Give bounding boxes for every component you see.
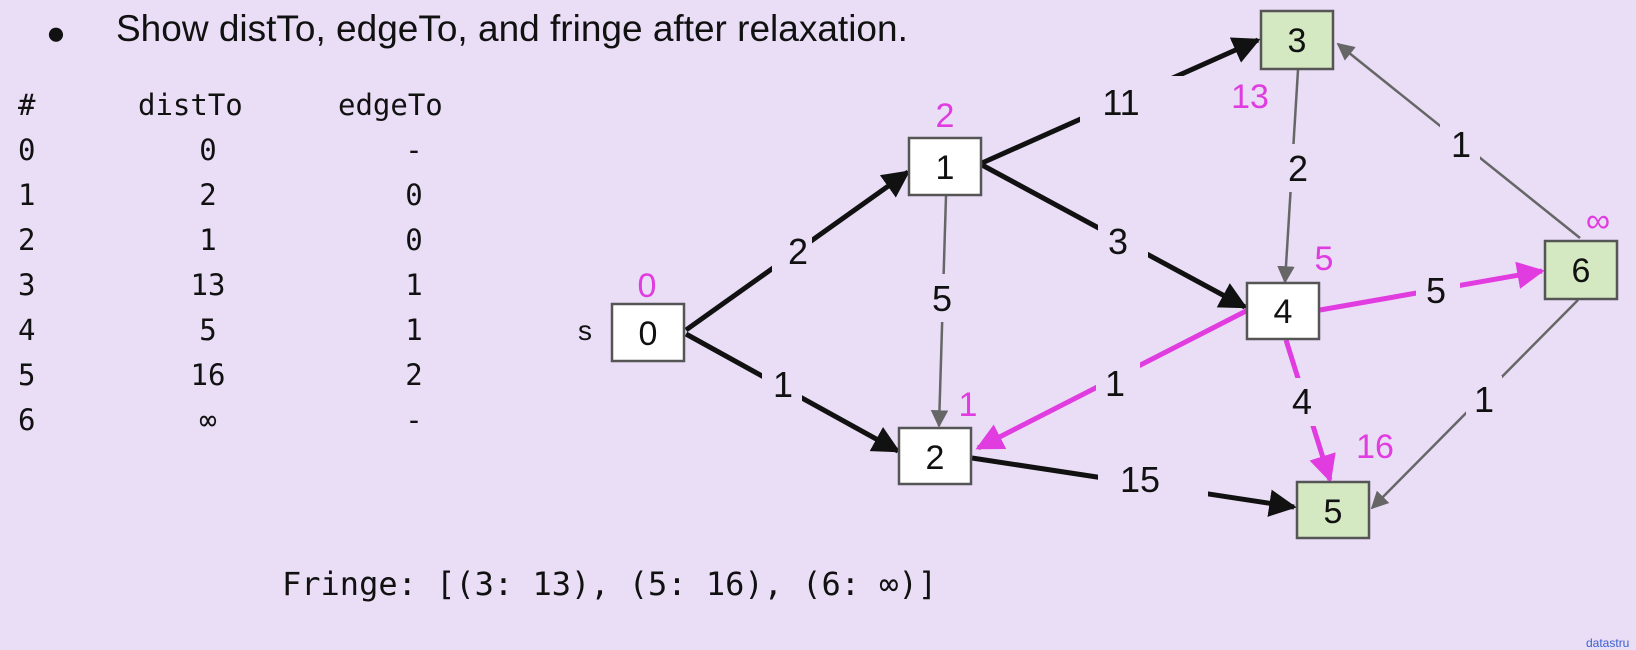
node-4-label: 4 bbox=[1274, 293, 1293, 331]
distto-cell: 5 bbox=[199, 313, 217, 347]
gap-1-3 bbox=[1080, 76, 1184, 126]
vertex-cell: 1 bbox=[18, 178, 36, 212]
weight-1-3: 11 bbox=[1102, 82, 1139, 123]
node-4: 4 bbox=[1245, 281, 1321, 341]
weight-4-2: 1 bbox=[1105, 363, 1125, 404]
dist-label-1: 2 bbox=[936, 97, 955, 135]
gap-1-2 bbox=[924, 274, 960, 322]
vertex-cell: 0 bbox=[18, 133, 36, 167]
gap-6-5 bbox=[1466, 376, 1502, 424]
vertex-cell: 5 bbox=[18, 358, 36, 392]
edgeto-cell: - bbox=[405, 133, 423, 167]
node-6: 6 bbox=[1543, 239, 1619, 301]
gap-4-5 bbox=[1284, 378, 1320, 426]
header-vertex: # bbox=[18, 88, 36, 122]
dist-label-2: 1 bbox=[959, 386, 978, 424]
weight-4-5: 4 bbox=[1292, 381, 1312, 422]
weight-2-5: 15 bbox=[1120, 459, 1160, 500]
weight-3-4: 2 bbox=[1288, 148, 1308, 189]
edgeto-cell: 0 bbox=[405, 223, 423, 257]
weight-label-backgrounds bbox=[762, 76, 1502, 503]
dist-label-4: 5 bbox=[1315, 240, 1334, 278]
nodes: 0 1 2 3 4 5 6 bbox=[610, 9, 1619, 540]
edgeto-cell: 2 bbox=[405, 358, 423, 392]
weight-4-6: 5 bbox=[1426, 270, 1446, 311]
node-0-box bbox=[610, 302, 686, 363]
node-6-box bbox=[1543, 239, 1619, 301]
dist-label-3: 13 bbox=[1231, 78, 1269, 116]
distto-cell: ∞ bbox=[199, 403, 217, 437]
header-edgeto: edgeTo bbox=[338, 88, 443, 122]
gap-1-4 bbox=[1098, 216, 1148, 268]
node-2-box bbox=[897, 426, 973, 486]
node-5-label: 5 bbox=[1324, 493, 1343, 531]
vertex-cell: 6 bbox=[18, 403, 36, 437]
node-1-label: 1 bbox=[936, 149, 955, 187]
node-2-label: 2 bbox=[926, 439, 945, 477]
vertex-cell: 3 bbox=[18, 268, 36, 302]
gap-6-3 bbox=[1440, 120, 1480, 168]
edge-weights: 2 1 11 3 5 15 2 1 5 4 1 1 bbox=[773, 82, 1494, 500]
bullet-marker: ● bbox=[46, 14, 66, 51]
weight-0-1: 2 bbox=[788, 231, 808, 272]
node-3-label: 3 bbox=[1288, 22, 1307, 60]
dist-label-6: ∞ bbox=[1586, 202, 1610, 240]
dist-labels: 0 2 1 13 5 16 ∞ bbox=[638, 78, 1611, 466]
gap-3-4 bbox=[1274, 144, 1310, 192]
node-5: 5 bbox=[1295, 480, 1371, 540]
gap-2-5 bbox=[1098, 455, 1208, 503]
source-label: s bbox=[578, 315, 592, 346]
distto-cell: 13 bbox=[190, 268, 226, 302]
weight-0-2: 1 bbox=[773, 364, 793, 405]
distto-cell: 0 bbox=[199, 133, 217, 167]
dist-label-0: 0 bbox=[638, 267, 657, 305]
distto-cell: 2 bbox=[199, 178, 217, 212]
dist-label-5: 16 bbox=[1356, 428, 1394, 466]
instruction-text: Show distTo, edgeTo, and fringe after re… bbox=[116, 8, 908, 49]
node-2: 2 bbox=[897, 426, 973, 486]
edgeto-cell: 1 bbox=[405, 313, 423, 347]
vertex-cell: 2 bbox=[18, 223, 36, 257]
credit-text: datastru bbox=[1586, 636, 1630, 650]
node-0-label: 0 bbox=[639, 315, 658, 353]
node-5-box bbox=[1295, 480, 1371, 540]
weight-1-4: 3 bbox=[1108, 221, 1128, 262]
node-1: 1 bbox=[907, 136, 983, 197]
header-distto: distTo bbox=[138, 88, 243, 122]
node-3-box bbox=[1259, 9, 1335, 71]
node-3: 3 bbox=[1259, 9, 1335, 71]
fringe-text: Fringe: [(3: 13), (5: 16), (6: ∞)] bbox=[282, 565, 938, 603]
distto-cell: 1 bbox=[199, 223, 217, 257]
weight-6-3: 1 bbox=[1451, 124, 1471, 165]
gap-0-1 bbox=[772, 228, 812, 274]
gap-0-2 bbox=[762, 362, 802, 408]
node-1-box bbox=[907, 136, 983, 197]
node-6-label: 6 bbox=[1572, 252, 1591, 290]
edgeto-cell: - bbox=[405, 403, 423, 437]
node-0: 0 bbox=[610, 302, 686, 363]
vertex-cell: 4 bbox=[18, 313, 36, 347]
weight-1-2: 5 bbox=[932, 278, 952, 319]
edgeto-cell: 0 bbox=[405, 178, 423, 212]
edgeto-cell: 1 bbox=[405, 268, 423, 302]
weight-6-5: 1 bbox=[1474, 379, 1494, 420]
gap-4-2 bbox=[1096, 358, 1140, 408]
gap-4-6 bbox=[1416, 266, 1460, 316]
node-4-box bbox=[1245, 281, 1321, 341]
distto-cell: 16 bbox=[190, 358, 226, 392]
